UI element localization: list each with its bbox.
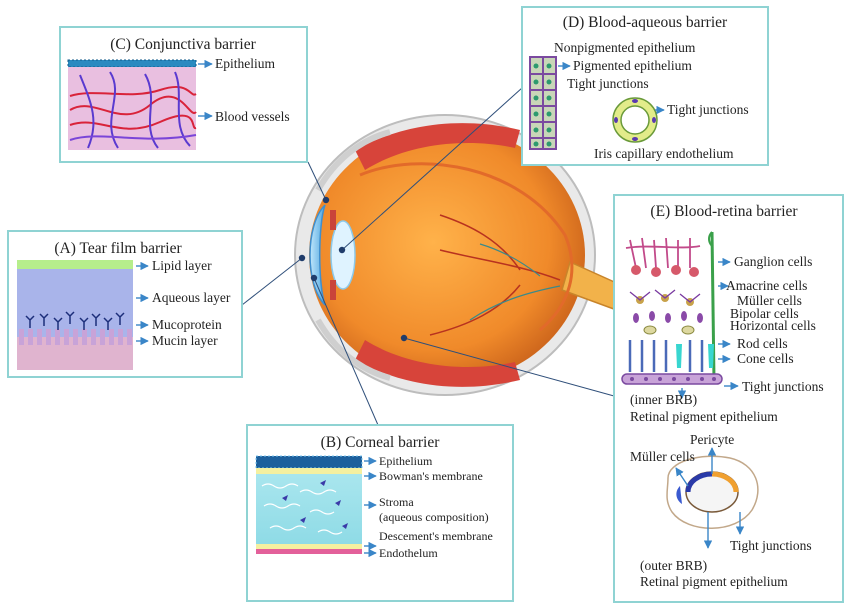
label: Blood vessels: [215, 109, 290, 124]
label: Epithelium: [379, 454, 433, 468]
aqueous-layer: [17, 269, 133, 337]
panel-title: (A) Tear film barrier: [54, 240, 182, 257]
label: (aqueous composition): [379, 510, 489, 524]
label: Bowman's membrane: [379, 469, 483, 483]
label: Retinal pigment epithelium: [630, 409, 778, 424]
label: (inner BRB): [630, 392, 697, 407]
epithelial-cell-column: [529, 56, 557, 150]
corneal-epithelium: [256, 456, 362, 468]
label: Iris capillary endothelium: [594, 146, 734, 161]
label: Epithelium: [215, 56, 275, 71]
label: Mucin layer: [152, 333, 218, 348]
label: Aqueous layer: [152, 290, 231, 305]
retina-layers: [621, 231, 723, 385]
lens: [330, 220, 356, 290]
label: Horizontal cells: [730, 318, 816, 333]
leader-lines: [241, 87, 615, 426]
label: Nonpigmented epithelium: [554, 40, 696, 55]
label: Mucoprotein: [152, 317, 222, 332]
label: Rod cells: [737, 336, 788, 351]
upper-muscle: [355, 123, 520, 170]
label: Tight junctions: [567, 76, 649, 91]
panel-corneal: (B) Corneal barrier Epithelium Bowman's …: [246, 424, 514, 602]
lower-muscle: [355, 340, 520, 387]
label: Tight junctions: [730, 538, 812, 553]
label: Ganglion cells: [734, 254, 812, 269]
panel-title: (D) Blood-aqueous barrier: [563, 14, 728, 31]
panel-blood-retina: (E) Blood-retina barrier: [613, 194, 844, 603]
bowmans-membrane: [256, 468, 362, 474]
label: Müller cells: [630, 449, 695, 464]
endothelium: [256, 549, 362, 554]
descemets-membrane: [256, 544, 362, 549]
panel-title: (B) Corneal barrier: [321, 434, 441, 451]
panel-blood-aqueous: (D) Blood-aqueous barrier Nonpigmented e…: [521, 6, 769, 166]
lipid-layer: [17, 260, 133, 269]
label: Tight junctions: [667, 102, 749, 117]
label: (outer BRB): [640, 558, 707, 573]
eye-illustration: [294, 114, 649, 396]
label: Retinal pigment epithelium: [640, 574, 788, 589]
outer-brb-capillary: [666, 455, 759, 529]
label: Müller cells: [737, 293, 802, 308]
label: Pericyte: [690, 432, 734, 447]
capillary-cross-section: [612, 97, 658, 143]
label: Stroma: [379, 495, 414, 509]
label: Tight junctions: [742, 379, 824, 394]
label: Endothelum: [379, 546, 438, 560]
epithelium-layer: [68, 60, 196, 67]
label: Cone cells: [737, 351, 794, 366]
panel-conjunctiva: (C) Conjunctiva barrier Epithelium Blood…: [59, 26, 308, 163]
panel-title: (E) Blood-retina barrier: [650, 203, 798, 220]
label: Pigmented epithelium: [573, 58, 692, 73]
label: Bipolar cells: [730, 306, 799, 321]
label: Amacrine cells: [726, 278, 807, 293]
panel-tear-film: (A) Tear film barrier Lipid layer Aqueou…: [7, 230, 243, 378]
label: Descement's membrane: [379, 529, 493, 543]
label: Lipid layer: [152, 258, 212, 273]
panel-title: (C) Conjunctiva barrier: [110, 36, 256, 53]
